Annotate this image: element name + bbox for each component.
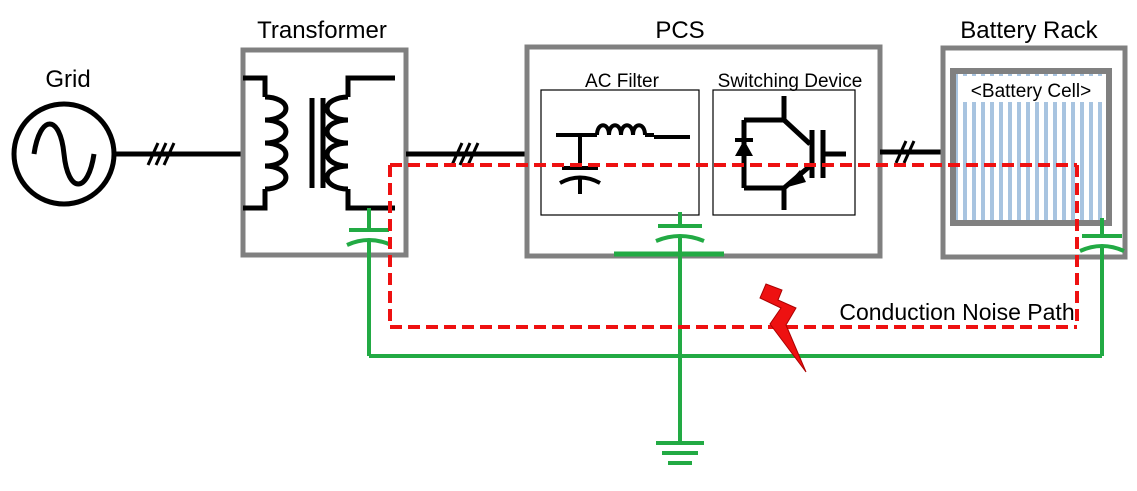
ac-filter-label: AC Filter	[585, 71, 660, 92]
noise-path-label: Conduction Noise Path	[839, 299, 1074, 325]
ac-filter-box	[540, 89, 700, 216]
transformer-pcs-line	[406, 142, 527, 166]
pcs-label: PCS	[655, 17, 704, 44]
grid-source	[11, 101, 117, 207]
transformer-label: Transformer	[257, 17, 387, 44]
ground-icon	[656, 441, 704, 465]
grid-label: Grid	[45, 66, 90, 93]
battery-rack-label: Battery Rack	[960, 17, 1098, 44]
inductor-icon	[556, 123, 690, 139]
battery-cell-label-bg	[958, 76, 1104, 102]
ground-path	[346, 208, 1125, 443]
transformer-coils-icon	[243, 75, 395, 211]
lightning-icon	[759, 283, 807, 373]
capacitor-icon	[559, 135, 601, 194]
diode-icon	[735, 140, 753, 156]
battery-cell-label: <Battery Cell>	[971, 81, 1091, 102]
switching-device-label: Switching Device	[718, 71, 863, 92]
grid-transformer-line	[114, 142, 244, 166]
sine-wave-icon	[31, 121, 97, 187]
emitter-arrow-icon	[784, 170, 806, 188]
pcs-battery-line	[880, 140, 944, 164]
noise-path	[388, 163, 1079, 329]
